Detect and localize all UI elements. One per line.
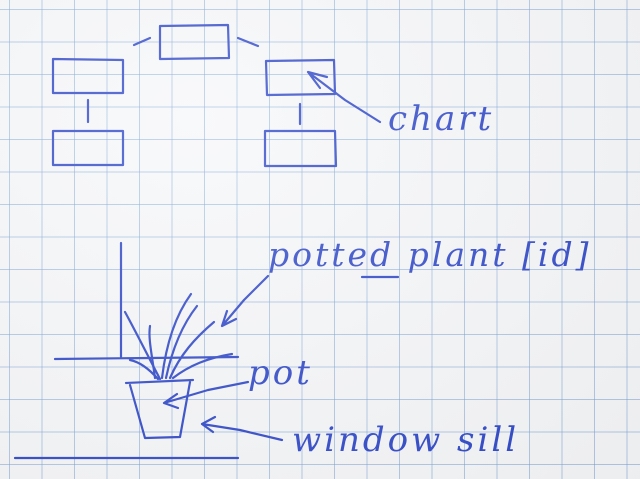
potted-plant-label-bracket: ] [576,235,592,274]
pot-arrow [164,382,248,408]
pot-body [130,382,190,438]
chart-box-left-upper [53,59,123,93]
window-sill-label: window sill [292,423,519,457]
chart-arrow [308,72,380,122]
pot-label: pot [248,356,313,390]
potted-plant-arrow [222,276,268,326]
chart-box-left-lower [53,131,123,165]
chart [53,25,336,166]
chart-label: chart [388,102,494,136]
potted-plant-label: potted plant [id] [268,238,591,271]
chart-connector-right [238,38,258,46]
chart-box-top [160,25,229,59]
pot [126,380,193,438]
window-sill-arrow [202,417,282,440]
chart-box-right-lower [265,131,336,166]
potted-plant [125,294,232,379]
plant-leaf [170,322,214,378]
chart-connector-left [134,38,150,45]
window [55,243,238,359]
potted-plant-label-main: potted plant [id [268,235,576,274]
pot-rim [126,380,193,383]
